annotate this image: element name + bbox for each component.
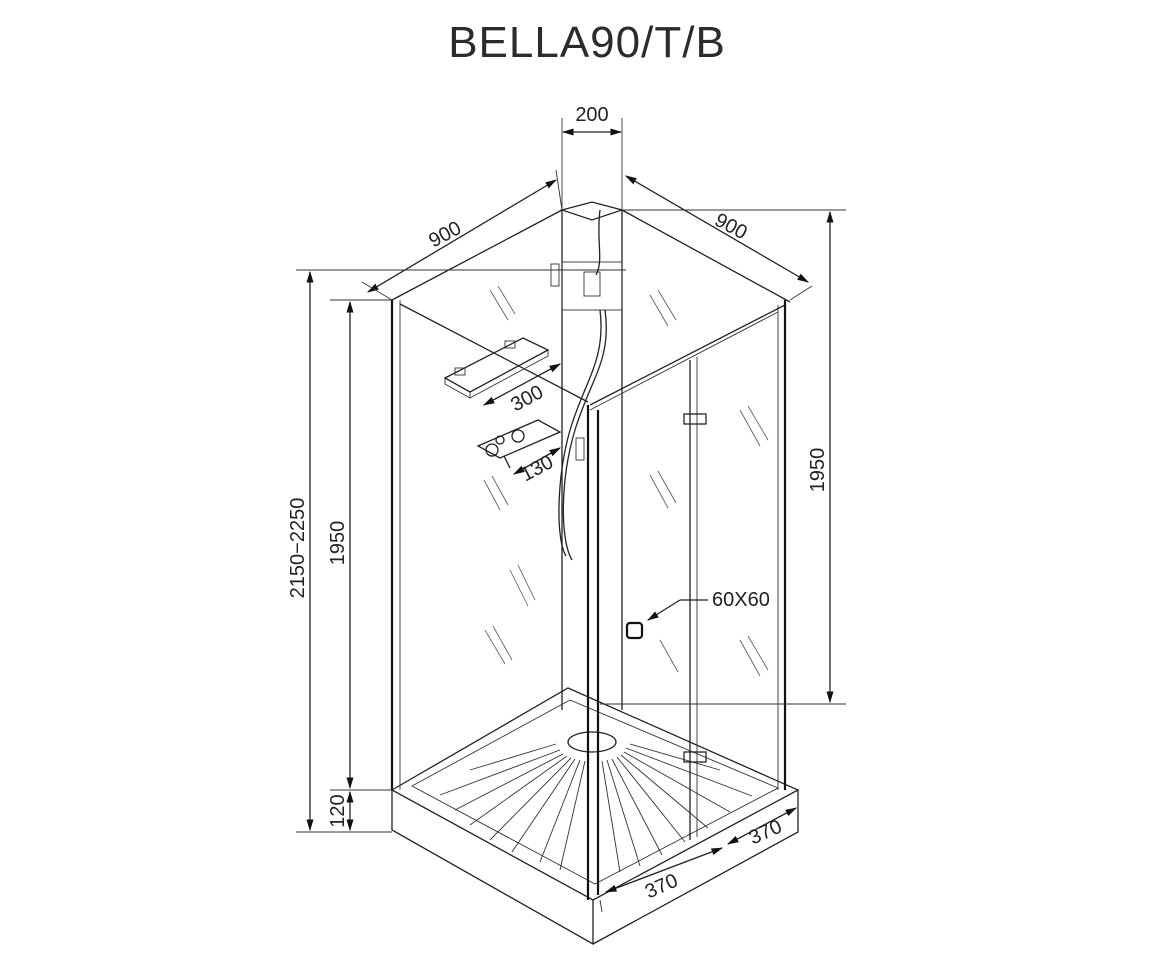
dim-width-left: 900: [425, 217, 465, 252]
dimension-lines: [296, 118, 846, 913]
shower-tray: [390, 687, 800, 946]
dim-column-width: 200: [575, 104, 608, 126]
hand-shower-holder: [575, 437, 585, 461]
dimension-labels: 200 900 900 1950 2150−2250 1950 120 300 …: [287, 104, 829, 903]
shower-door: [586, 357, 707, 900]
dim-handle-size: 60X60: [712, 589, 770, 611]
shower-mixer: [476, 419, 562, 469]
door-hinge-bottom: [683, 751, 707, 763]
dim-shelf-length: 300: [507, 381, 547, 416]
dim-glass-height-right: 1950: [807, 448, 829, 493]
tray-grooves: [439, 743, 753, 873]
dim-mixer-length: 130: [517, 451, 557, 486]
dim-tray-height: 120: [327, 794, 349, 827]
door-handle: [625, 621, 644, 640]
drain: [567, 731, 617, 753]
dim-width-right: 900: [711, 209, 751, 244]
dim-door-right: 370: [746, 816, 785, 850]
shower-head-connector: [583, 271, 601, 297]
door-hinge-top: [683, 413, 707, 425]
dim-glass-height-left: 1950: [327, 521, 349, 566]
drawing-title: BELLA90/T/B: [448, 18, 726, 67]
dim-total-height: 2150−2250: [287, 498, 309, 599]
